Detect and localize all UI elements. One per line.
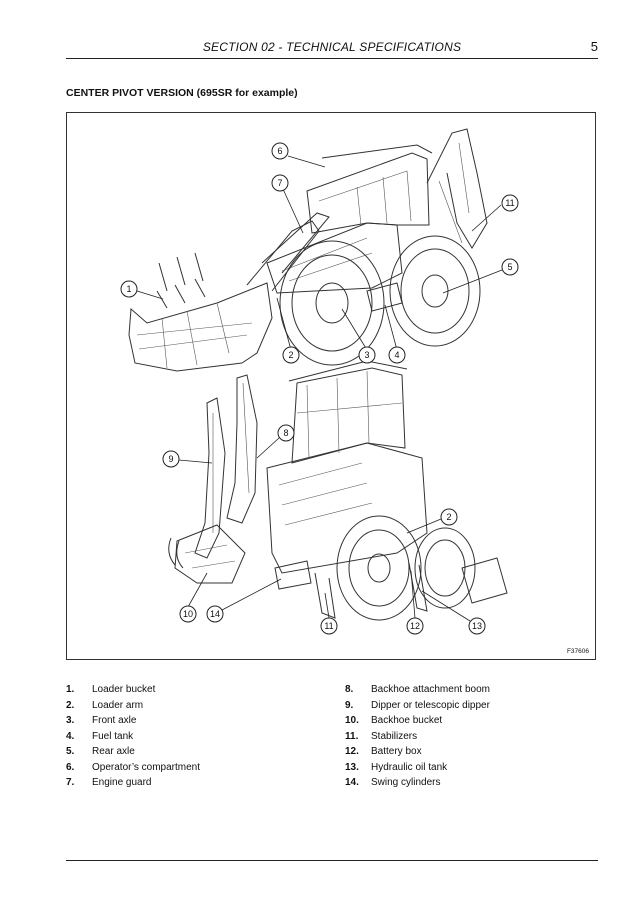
legend-num: 10. bbox=[345, 715, 359, 726]
callout-10 bbox=[179, 605, 197, 623]
legend-label: Loader arm bbox=[92, 699, 144, 711]
legend-item: 11. Stabilizers bbox=[345, 729, 490, 745]
legend-item: 9. Dipper or telescopic dipper bbox=[345, 698, 490, 714]
legend-item: 8. Backhoe attachment boom bbox=[345, 682, 490, 698]
callout-6-label: 6 bbox=[277, 146, 282, 156]
legend-item: 2. Loader arm bbox=[66, 698, 200, 714]
callout-1 bbox=[120, 280, 138, 298]
backhoe-figure: 1 2 3 4 5 6 7 11 2 bbox=[66, 112, 596, 660]
legend-label: Loader bucket bbox=[92, 684, 156, 695]
legend-num: 7. bbox=[66, 777, 75, 788]
legend-label: Engine guard bbox=[92, 777, 152, 788]
legend-label: Operator’s compartment bbox=[92, 761, 201, 773]
legend-label: Swing cylinders bbox=[371, 777, 441, 788]
top-machine-drawing bbox=[128, 128, 488, 372]
callout-3-label: 3 bbox=[364, 350, 369, 360]
callout-2-top bbox=[282, 346, 300, 364]
legend-left: 1. Loader bucket 2. Loader arm 3. Front axl… bbox=[66, 682, 200, 791]
legend-num: 1. bbox=[66, 684, 75, 695]
callout-12-label: 12 bbox=[410, 621, 420, 631]
backhoe-illustration: 1 2 3 4 5 6 7 11 2 bbox=[120, 128, 519, 635]
callout-14 bbox=[206, 605, 224, 623]
callout-9-label: 9 bbox=[168, 454, 173, 464]
legend-item: 14. Swing cylinders bbox=[345, 775, 490, 791]
legend-item: 6. Operator’s compartment bbox=[66, 760, 200, 776]
legend-item: 12. Battery box bbox=[345, 744, 490, 760]
section-title: SECTION 02 - TECHNICAL SPECIFICATIONS bbox=[202, 40, 462, 54]
legend-num: 4. bbox=[66, 730, 75, 742]
bottom-machine-drawing bbox=[168, 360, 508, 621]
callout-11-top bbox=[501, 194, 519, 212]
callout-2-bottom-label: 2 bbox=[446, 512, 451, 522]
legend-item: 7. Engine guard bbox=[66, 775, 200, 791]
legend-num: 14. bbox=[345, 777, 359, 788]
legend-label: Stabilizers bbox=[371, 730, 418, 742]
page-number: 5 bbox=[590, 39, 598, 54]
callout-13-label: 13 bbox=[472, 621, 482, 631]
callout-3 bbox=[358, 346, 376, 364]
callout-4 bbox=[388, 346, 406, 364]
callout-7-label: 7 bbox=[277, 178, 282, 188]
legend-num: 3. bbox=[66, 715, 75, 726]
figure-id: F37606 bbox=[566, 648, 589, 655]
legend-num: 11. bbox=[345, 730, 359, 742]
legend-label: Fuel tank bbox=[92, 730, 134, 742]
legend-item: 5. Rear axle bbox=[66, 744, 200, 760]
section-heading: CENTER PIVOT VERSION (695SR for example) bbox=[66, 87, 298, 99]
callout-1-label: 1 bbox=[126, 284, 131, 294]
callout-11-top-label: 11 bbox=[505, 198, 514, 208]
callout-12 bbox=[406, 617, 424, 635]
legend-label: Dipper or telescopic dipper bbox=[371, 699, 490, 711]
legend-item: 13. Hydraulic oil tank bbox=[345, 760, 490, 776]
callout-10-label: 10 bbox=[183, 609, 193, 619]
legend-label: Battery box bbox=[371, 746, 422, 757]
legend-label: Backhoe attachment boom bbox=[371, 684, 490, 695]
legend-num: 12. bbox=[345, 746, 359, 757]
legend-label: Rear axle bbox=[92, 746, 135, 757]
callout-6 bbox=[271, 142, 289, 160]
legend-item: 10. Backhoe bucket bbox=[345, 713, 490, 729]
legend-label: Backhoe bucket bbox=[371, 715, 443, 726]
callout-5-label: 5 bbox=[507, 262, 512, 272]
callout-9 bbox=[162, 450, 180, 468]
callout-8 bbox=[277, 424, 295, 442]
legend-num: 13. bbox=[345, 761, 359, 773]
legend-label: Hydraulic oil tank bbox=[371, 761, 448, 773]
callout-13 bbox=[468, 617, 486, 635]
footer-rule bbox=[66, 860, 598, 861]
legend-item: 3. Front axle bbox=[66, 713, 200, 729]
callout-2-top-label: 2 bbox=[288, 350, 293, 360]
callout-11-bottom bbox=[320, 617, 338, 635]
legend-num: 9. bbox=[345, 699, 354, 711]
callout-7 bbox=[271, 174, 289, 192]
legend-num: 5. bbox=[66, 746, 75, 757]
callout-11-bottom-label: 11 bbox=[324, 621, 333, 631]
header-rule bbox=[66, 58, 598, 59]
callout-4-label: 4 bbox=[394, 350, 399, 360]
legend-num: 2. bbox=[66, 699, 75, 711]
legend-item: 1. Loader bucket bbox=[66, 682, 200, 698]
callouts-top: 1 2 3 4 5 6 7 11 bbox=[120, 142, 519, 364]
legend-item: 4. Fuel tank bbox=[66, 729, 200, 745]
legend-label: Front axle bbox=[92, 715, 137, 726]
callout-8-label: 8 bbox=[283, 428, 288, 438]
legend-num: 8. bbox=[345, 684, 354, 695]
callout-14-label: 14 bbox=[210, 609, 220, 619]
callout-2-bottom bbox=[440, 508, 458, 526]
legend-right: 8. Backhoe attachment boom 9. Dipper or te… bbox=[345, 682, 490, 791]
callouts-bottom: 2 8 9 10 14 11 12 13 bbox=[162, 424, 486, 635]
legend-num: 6. bbox=[66, 761, 75, 773]
callout-5 bbox=[501, 258, 519, 276]
